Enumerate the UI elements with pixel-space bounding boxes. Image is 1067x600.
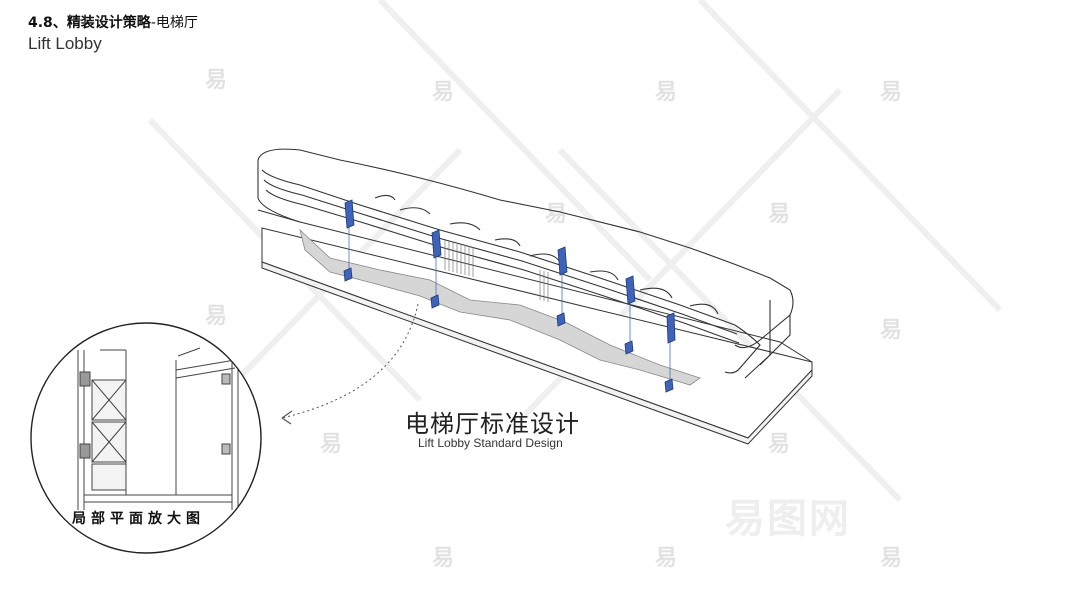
section-title-separator: - — [150, 15, 156, 31]
lift-cores — [343, 199, 676, 393]
partial-plan-detail — [31, 323, 261, 553]
arrowhead-icon — [281, 410, 293, 425]
building-volume — [257, 148, 794, 379]
lift-core-5 — [664, 312, 676, 393]
lift-core-3 — [556, 246, 568, 327]
detail-circle-frame — [30, 322, 262, 554]
detail-plan-label: 局部平面放大图 — [72, 511, 205, 527]
lift-core-1 — [343, 199, 355, 282]
watermark-brand: 易图网 — [725, 496, 851, 542]
section-number: 4.8、 — [28, 15, 67, 31]
section-title: 4.8、精装设计策略-电梯厅 — [28, 14, 198, 32]
detail-leader-arrow — [281, 303, 419, 419]
diagram-title-en: Lift Lobby Standard Design — [418, 436, 563, 450]
atrium-railings — [444, 240, 549, 302]
diagram-title-cn: 电梯厅标准设计 — [405, 410, 580, 438]
lift-core-4 — [624, 275, 636, 355]
section-title-main: 精装设计策略 — [66, 15, 151, 31]
lift-core-2 — [430, 229, 442, 309]
section-title-tail: 电梯厅 — [155, 15, 198, 31]
circulation-path-shading — [299, 228, 701, 386]
page-header: 4.8、精装设计策略-电梯厅 Lift Lobby — [28, 14, 198, 54]
section-subtitle: Lift Lobby — [28, 34, 102, 53]
